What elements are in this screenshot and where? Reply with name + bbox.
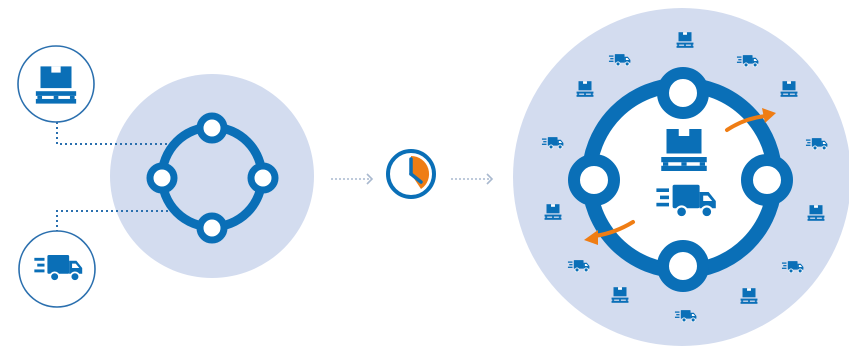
connector-pallet — [56, 122, 170, 145]
pallet-box-icon — [611, 287, 629, 303]
right-node-top — [657, 67, 709, 119]
left-network-group — [17, 45, 314, 308]
flow-arrow-1 — [331, 173, 374, 185]
right-node-bottom — [657, 240, 709, 292]
left-node-bottom — [196, 212, 228, 244]
right-network-group — [513, 8, 849, 346]
pallet-box-icon — [544, 204, 562, 220]
right-node-right — [741, 154, 793, 206]
left-node-top — [196, 112, 228, 144]
connector-truck — [56, 210, 170, 232]
pallet-box-icon — [780, 81, 798, 97]
center-pallet-icon — [661, 129, 707, 171]
input-pallet — [17, 45, 95, 123]
left-network-background — [110, 74, 314, 278]
input-truck — [18, 230, 96, 308]
clock-icon — [386, 149, 436, 199]
pallet-box-icon — [676, 32, 694, 48]
pallet-box-icon — [576, 81, 594, 97]
flow-arrow-2 — [451, 173, 494, 185]
left-node-left — [146, 162, 178, 194]
pallet-box-icon — [740, 288, 758, 304]
outgoing-arrow-upper-right — [725, 108, 776, 132]
left-node-right — [247, 162, 279, 194]
outgoing-arrow-lower-left — [584, 220, 635, 245]
pallet-box-icon — [807, 205, 825, 221]
pallet-box-icon — [35, 66, 77, 104]
right-node-left — [568, 154, 620, 206]
